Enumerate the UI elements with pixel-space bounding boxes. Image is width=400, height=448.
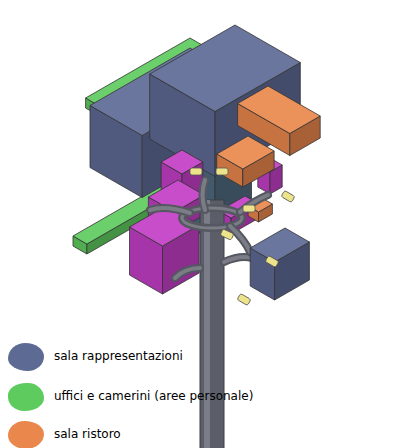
pipe xyxy=(175,268,200,278)
legend-swatch xyxy=(8,383,44,411)
connector-plug xyxy=(237,293,251,305)
service-block xyxy=(161,150,203,174)
pipe xyxy=(224,257,252,262)
legend-label: sala rappresentazioni xyxy=(54,349,183,363)
pipe xyxy=(203,180,206,210)
connector-plug xyxy=(190,168,202,175)
pipe xyxy=(150,208,190,213)
pipe xyxy=(230,226,250,252)
column xyxy=(200,200,224,448)
pipe xyxy=(150,208,190,213)
pipe xyxy=(175,268,200,278)
connector-plug xyxy=(216,168,228,175)
pipe xyxy=(203,180,206,210)
column xyxy=(204,200,210,448)
cafe-block xyxy=(238,86,321,134)
legend-label: sala ristoro xyxy=(54,427,121,441)
pipe xyxy=(224,257,252,262)
legend-swatch xyxy=(8,343,44,371)
cafe-block xyxy=(217,136,274,169)
pipe xyxy=(240,195,268,212)
connector-plug xyxy=(243,205,255,212)
pipe xyxy=(240,195,268,212)
legend-swatch xyxy=(8,421,44,448)
connector-plug xyxy=(265,255,279,267)
performance-annex xyxy=(250,228,309,262)
pipe xyxy=(230,226,250,252)
connector-plug xyxy=(281,190,295,202)
legend-label: uffici e camerini (aree personale) xyxy=(54,389,253,403)
connector-plug xyxy=(220,229,234,240)
